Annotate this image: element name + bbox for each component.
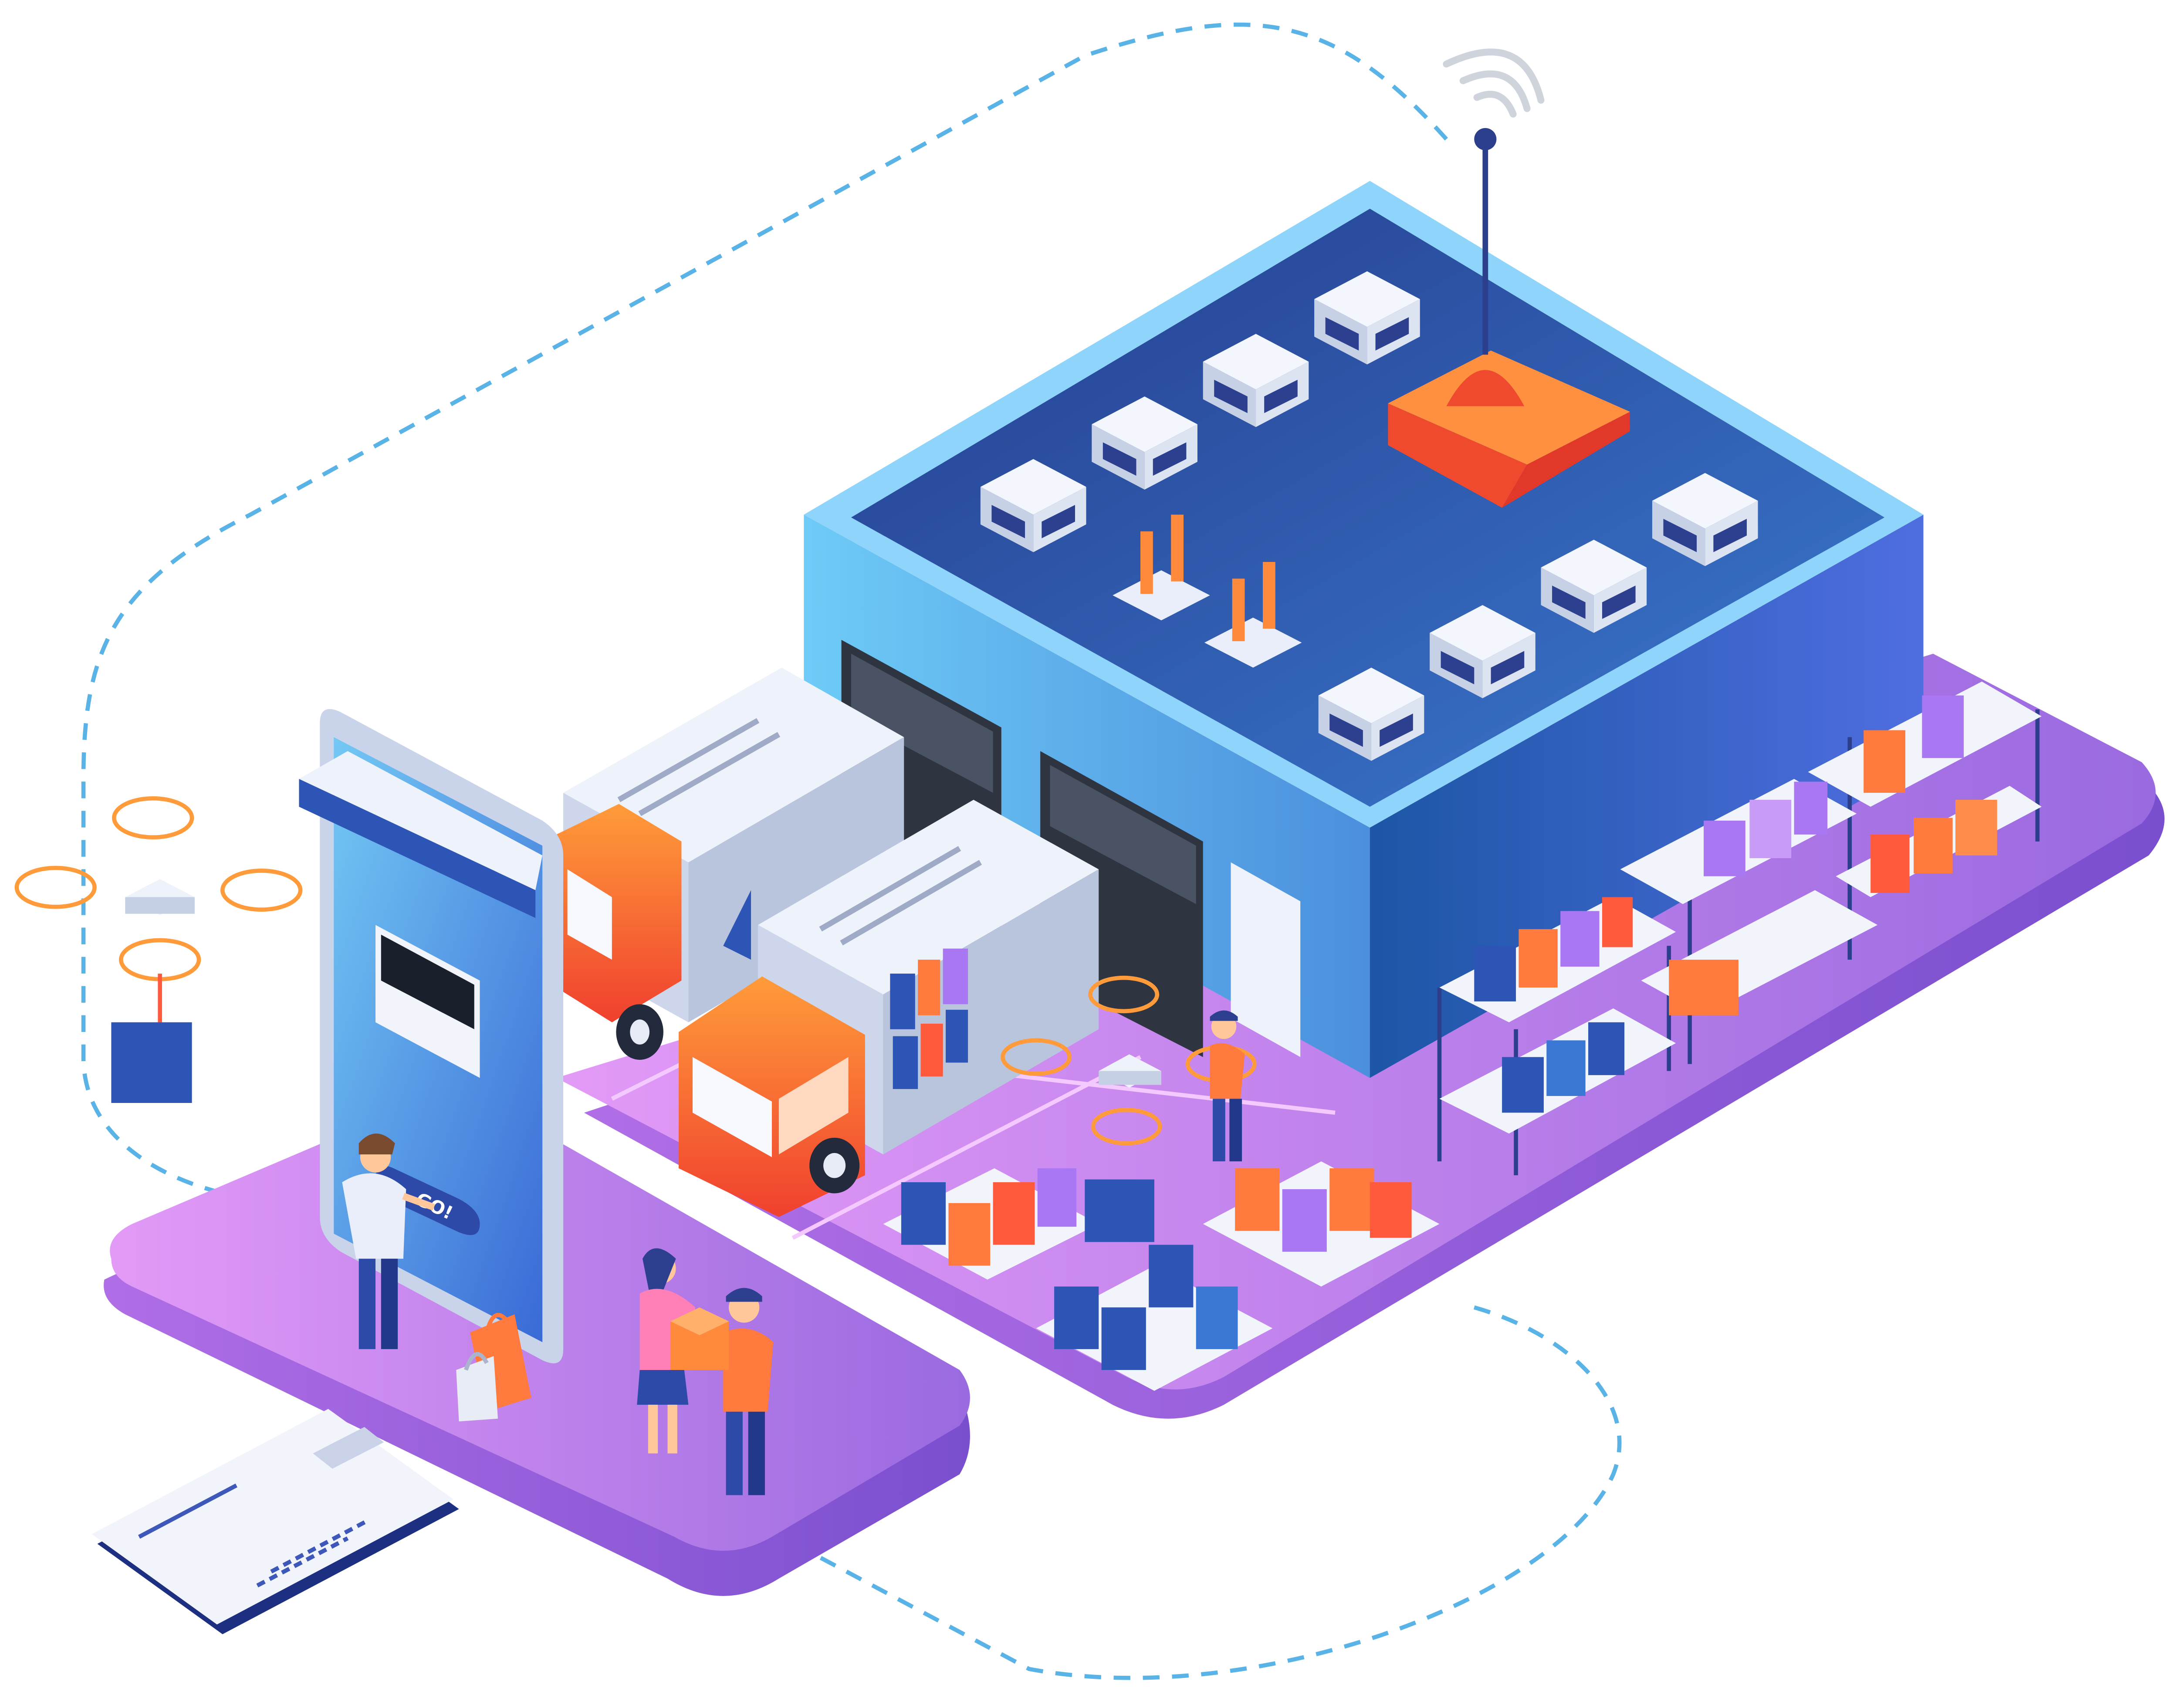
shopping-bag-icon [456, 1313, 531, 1422]
wifi-signal-icon [1443, 48, 1545, 118]
warehouse-icon [804, 181, 1924, 1078]
parcel-box-icon [1474, 695, 1997, 1113]
warehouse-worker [1210, 1010, 1245, 1162]
dashed-connection-path-lower [819, 1305, 1622, 1680]
customer-person [342, 1133, 435, 1349]
drone-icon [1001, 975, 1257, 1242]
credit-card-icon [91, 1409, 459, 1634]
roof-vents [980, 271, 1758, 761]
delivery-truck-icon [679, 799, 1099, 1217]
delivery-truck-icon [556, 667, 904, 1060]
storage-shelves [1437, 681, 2042, 1176]
courier-person [670, 1288, 774, 1495]
dashed-connection-path [81, 22, 1448, 1198]
antenna-unit [1388, 128, 1630, 508]
drone-icon [14, 796, 303, 1103]
